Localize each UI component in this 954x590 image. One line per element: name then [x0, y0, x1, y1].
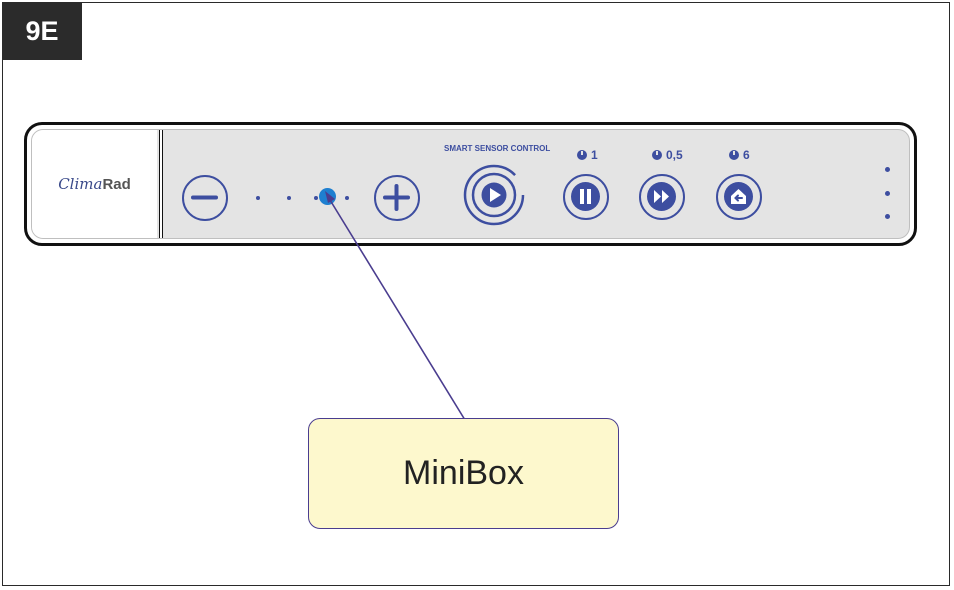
clock-icon	[577, 150, 587, 160]
logo-script: Clima	[58, 175, 103, 193]
away-home-button[interactable]	[716, 174, 762, 220]
level-dot-3	[314, 196, 318, 200]
home-exit-icon	[724, 182, 753, 211]
clock-icon	[652, 150, 662, 160]
logo-area: ClimaRad	[32, 130, 157, 238]
menu-dot-1[interactable]	[885, 167, 890, 172]
smart-sensor-label: SMART SENSOR CONTROL	[444, 144, 551, 153]
fast-forward-button[interactable]	[639, 174, 685, 220]
clock-icon	[729, 150, 739, 160]
plus-icon	[383, 184, 410, 211]
logo-divider	[159, 130, 163, 238]
timer-1-value: 1	[591, 148, 598, 162]
control-panel-face: ClimaRad SMART SENSOR CONTROL	[31, 129, 910, 239]
timer-1-label: 1	[577, 148, 598, 162]
level-dot-2	[287, 196, 291, 200]
level-dot-5	[345, 196, 349, 200]
minus-icon	[191, 195, 218, 200]
timer-3-label: 6	[729, 148, 750, 162]
timer-3-value: 6	[743, 148, 750, 162]
fast-forward-icon	[647, 182, 676, 211]
menu-dot-2[interactable]	[885, 191, 890, 196]
timer-2-label: 0,5	[652, 148, 683, 162]
pause-button[interactable]	[563, 174, 609, 220]
minibox-callout: MiniBox	[308, 418, 619, 529]
play-icon	[463, 164, 525, 226]
pause-icon	[571, 182, 600, 211]
plus-button[interactable]	[374, 175, 420, 221]
control-panel: ClimaRad SMART SENSOR CONTROL	[24, 122, 917, 246]
climarad-logo: ClimaRad	[58, 175, 131, 193]
level-dot-1	[256, 196, 260, 200]
step-badge: 9E	[2, 2, 82, 60]
smart-sensor-button[interactable]	[462, 163, 526, 227]
timer-2-value: 0,5	[666, 148, 683, 162]
logo-bold: Rad	[102, 176, 131, 193]
minus-button[interactable]	[182, 175, 228, 221]
menu-dot-3[interactable]	[885, 214, 890, 219]
